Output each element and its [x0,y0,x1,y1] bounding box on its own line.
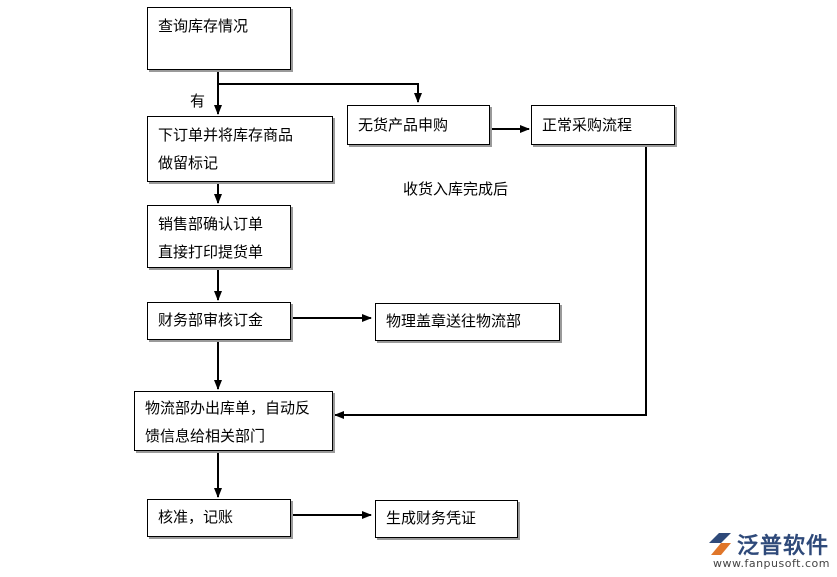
node-logistics-outbound-line-2: 馈信息给相关部门 [145,427,266,445]
logo-mark-icon [709,533,731,555]
node-query-stock-line-1: 查询库存情况 [158,17,249,35]
node-stamp-send-line-1: 物理盖章送往物流部 [386,312,522,330]
node-approve-record-line-1: 核准，记账 [158,508,234,526]
fanpu-logo: 泛普软件 www.fanpusoft.com [703,527,835,573]
arrow-purchase-to-logistics [334,145,647,419]
node-logistics-outbound: 物流部办出库单，自动反 馈信息给相关部门 [134,391,333,451]
node-normal-purchase-line-1: 正常采购流程 [542,116,633,134]
logo-url: www.fanpusoft.com [713,557,830,570]
node-logistics-outbound-line-1: 物流部办出库单，自动反 [145,399,311,417]
node-sales-confirm-line-1: 销售部确认订单 [158,215,264,233]
logo-name: 泛普软件 [737,534,830,559]
node-sales-confirm-line-2: 直接打印提货单 [158,243,264,261]
node-financial-voucher-line-1: 生成财务凭证 [386,509,477,527]
node-finance-review-line-1: 财务部审核订金 [158,311,264,329]
node-place-order-line-2: 做留标记 [158,154,219,172]
node-query-stock: 查询库存情况 [147,7,291,70]
node-no-stock-requisition: 无货产品申购 [347,105,490,145]
label-after-receiving: 收货入库完成后 [403,180,509,198]
arrow-query-to-no-stock [218,83,422,103]
node-stamp-send: 物理盖章送往物流部 [375,303,560,341]
node-place-order: 下订单并将库存商品 做留标记 [147,116,333,182]
label-has-stock: 有 [190,92,206,110]
node-place-order-line-1: 下订单并将库存商品 [158,126,294,144]
node-financial-voucher: 生成财务凭证 [375,500,518,538]
node-sales-confirm: 销售部确认订单 直接打印提货单 [147,205,291,268]
node-approve-record: 核准，记账 [147,499,291,537]
node-normal-purchase: 正常采购流程 [531,105,675,145]
node-finance-review: 财务部审核订金 [147,302,291,340]
node-no-stock-line-1: 无货产品申购 [358,116,449,134]
